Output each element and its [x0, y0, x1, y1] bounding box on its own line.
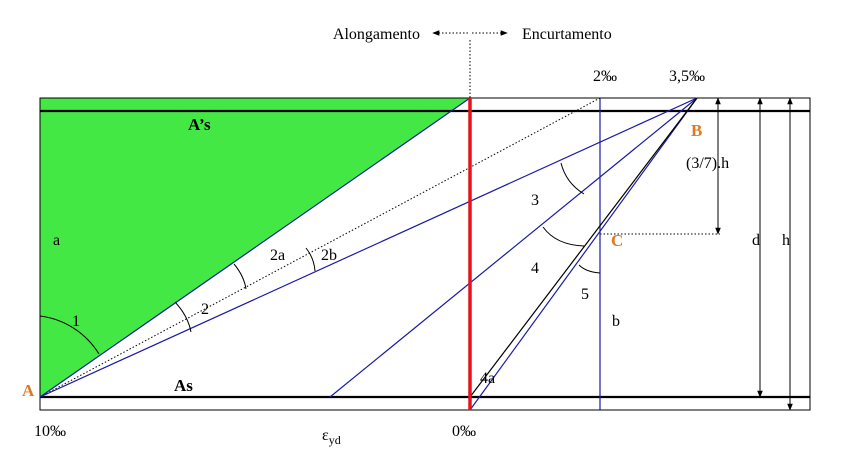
region-2a-label: 2a	[270, 247, 285, 264]
angle-arc-5	[578, 264, 601, 274]
top-steel-label: A’s	[188, 115, 211, 134]
d-label: d	[752, 232, 760, 249]
region-5-label: 5	[581, 286, 589, 303]
domain-2-line	[39, 97, 698, 398]
angle-arc-1	[39, 315, 100, 355]
region-2b-label: 2b	[321, 247, 337, 264]
line-2b-dotted	[39, 97, 601, 398]
region-2-label: 2	[201, 301, 209, 318]
region-3-label: 3	[531, 192, 539, 209]
section-frame	[39, 97, 811, 411]
three-five-permil-label: 3,5‰	[669, 68, 705, 85]
h-label: h	[782, 232, 790, 249]
point-b-label: B	[691, 121, 702, 140]
eyd-label: εyd	[322, 427, 341, 447]
region-a-label: a	[53, 232, 60, 249]
alongamento-label: Alongamento	[333, 26, 420, 43]
domain-3-line	[329, 97, 698, 398]
angle-arc-2b	[305, 247, 316, 272]
region-b-label: b	[612, 313, 620, 330]
point-a-label: A	[22, 381, 35, 400]
two-permil-label: 2‰	[593, 68, 617, 85]
domain-1-edge-line	[39, 97, 471, 398]
eyd-subscript: yd	[329, 433, 341, 447]
eyd-symbol: ε	[322, 427, 329, 444]
zero-permil-label: 0‰	[452, 423, 476, 440]
point-c-label: C	[611, 231, 623, 250]
domain-4a-line	[469, 97, 698, 398]
bottom-steel-label: As	[174, 376, 193, 395]
domain-4-line	[469, 97, 698, 411]
ten-permil-label: 10‰	[34, 423, 66, 440]
angle-arc-2a	[233, 263, 247, 290]
domain-lines	[39, 97, 698, 411]
encurtamento-label: Encurtamento	[522, 26, 612, 43]
three-sevenths-h-label: (3/7).h	[686, 155, 729, 172]
region-1-label: 1	[72, 313, 80, 330]
region-4a-label: 4a	[480, 370, 495, 387]
angle-arc-2	[174, 301, 192, 333]
angle-arc-4	[542, 226, 585, 247]
angle-arc-3	[560, 162, 585, 195]
region-4-label: 4	[531, 260, 539, 277]
